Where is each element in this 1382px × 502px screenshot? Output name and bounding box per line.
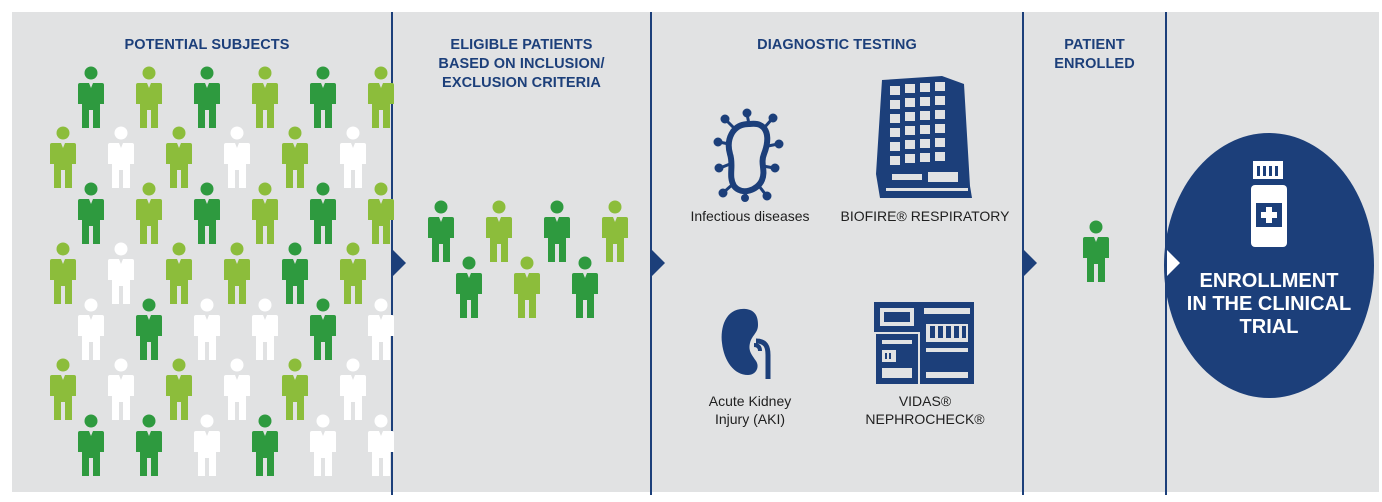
person-icon <box>50 242 76 304</box>
stage-divider-3 <box>1022 12 1024 495</box>
person-icon <box>368 182 394 244</box>
person-icon <box>50 126 76 188</box>
caption-line: NEPHROCHECK® <box>865 411 985 427</box>
person-icon <box>310 414 336 476</box>
caption-biofire-respiratory: BIOFIRE® RESPIRATORY <box>840 208 1010 224</box>
person-icon <box>310 182 336 244</box>
person-icon <box>194 298 220 360</box>
person-icon <box>602 200 628 262</box>
person-icon <box>310 298 336 360</box>
person-icon <box>78 66 104 128</box>
stage-title-potential-subjects: POTENTIAL SUBJECTS <box>124 37 290 53</box>
person-icon <box>166 242 192 304</box>
person-icon <box>136 298 162 360</box>
person-icon <box>1083 220 1109 282</box>
stage-divider-1 <box>391 12 393 495</box>
stage-title-line: ENROLLED <box>1054 56 1135 72</box>
person-icon <box>224 358 250 420</box>
person-icon <box>514 256 540 318</box>
caption-infectious-diseases: Infectious diseases <box>690 208 810 224</box>
person-icon <box>544 200 570 262</box>
person-icon <box>166 126 192 188</box>
person-icon <box>368 298 394 360</box>
stage-title-line: ELIGIBLE PATIENTS <box>450 37 593 53</box>
person-icon <box>108 242 134 304</box>
person-icon <box>50 358 76 420</box>
person-icon <box>340 126 366 188</box>
person-icon <box>136 66 162 128</box>
caption-vidas-nephrocheck: VIDAS® NEPHROCHECK® <box>850 392 1000 428</box>
caption-line: VIDAS® <box>898 393 952 409</box>
person-icon <box>224 126 250 188</box>
enrollment-line: IN THE CLINICAL <box>1186 293 1352 315</box>
person-icon <box>572 256 598 318</box>
medicine-bottle-icon <box>1251 161 1287 247</box>
person-icon <box>252 66 278 128</box>
person-icon <box>78 414 104 476</box>
person-icon <box>194 66 220 128</box>
chevron-right-icon <box>1167 250 1180 276</box>
stage-title-diagnostic-testing: DIAGNOSTIC TESTING <box>757 37 917 53</box>
stage-title-line: BASED ON INCLUSION/ <box>438 56 605 72</box>
person-icon <box>108 358 134 420</box>
caption-line: Acute Kidney <box>708 393 792 409</box>
caption-line: Injury (AKI) <box>714 411 785 427</box>
person-icon <box>252 298 278 360</box>
vidas-instrument-icon <box>874 302 974 384</box>
stage-title-line: PATIENT <box>1064 37 1125 53</box>
person-icon <box>108 126 134 188</box>
person-icon <box>282 358 308 420</box>
person-icon <box>340 358 366 420</box>
enrollment-label: ENROLLMENT IN THE CLINICAL TRIAL <box>1164 270 1374 339</box>
kidney-icon <box>721 308 771 379</box>
enrollment-line: TRIAL <box>1239 316 1299 338</box>
person-icon <box>428 200 454 262</box>
person-icon <box>252 182 278 244</box>
person-icon <box>310 66 336 128</box>
chevron-right-icon <box>652 250 665 276</box>
person-icon <box>252 414 278 476</box>
person-icon <box>136 182 162 244</box>
person-icon <box>78 182 104 244</box>
person-icon <box>368 414 394 476</box>
person-icon <box>282 242 308 304</box>
person-icon <box>166 358 192 420</box>
person-icon <box>456 256 482 318</box>
enrollment-line: ENROLLMENT <box>1199 270 1339 292</box>
biofire-instrument-icon <box>876 76 972 198</box>
stage-divider-2 <box>650 12 652 495</box>
person-icon <box>194 414 220 476</box>
chevron-right-icon <box>393 250 406 276</box>
chevron-right-icon <box>1024 250 1037 276</box>
virus-icon <box>713 108 784 202</box>
person-icon <box>340 242 366 304</box>
person-icon <box>486 200 512 262</box>
person-icon <box>368 66 394 128</box>
person-icon <box>224 242 250 304</box>
stage-title-patient-enrolled: PATIENT ENROLLED <box>1024 36 1165 74</box>
person-icon <box>282 126 308 188</box>
person-icon <box>194 182 220 244</box>
stage-title-eligible-patients: ELIGIBLE PATIENTS BASED ON INCLUSION/ EX… <box>393 36 650 93</box>
person-icon <box>78 298 104 360</box>
caption-aki: Acute Kidney Injury (AKI) <box>690 392 810 428</box>
person-icon <box>136 414 162 476</box>
stage-title-line: EXCLUSION CRITERIA <box>442 75 601 91</box>
